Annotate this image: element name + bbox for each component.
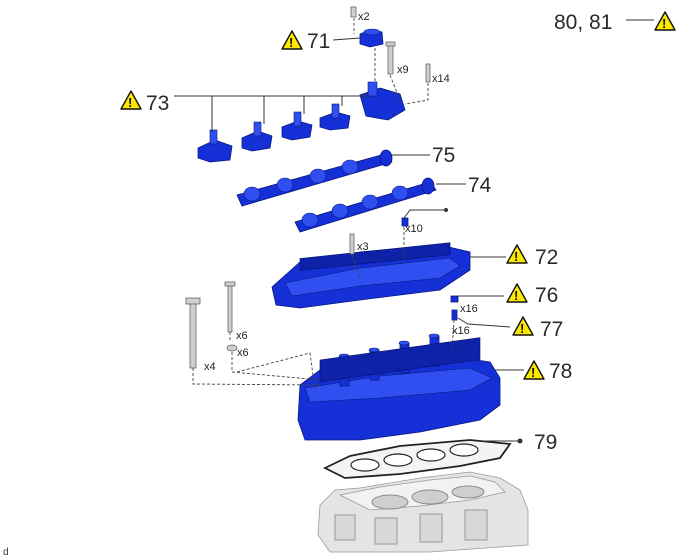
camshaft-housing [271, 242, 471, 309]
cylinder-head [297, 333, 501, 441]
qty-x6-upper: x6 [236, 330, 248, 342]
callout-77: ! 77 [512, 316, 563, 341]
cylinder-head-gasket [322, 439, 512, 479]
svg-text:!: ! [289, 35, 293, 50]
svg-text:!: ! [128, 95, 132, 110]
qty-x10: x10 [405, 223, 423, 235]
leader-lines [174, 19, 654, 444]
callout-73: ! 73 [120, 90, 169, 115]
callout-71: ! 71 [281, 30, 330, 53]
camshaft-bearing-caps [197, 81, 406, 163]
assembly-lines [192, 18, 455, 391]
camshaft-intake [236, 149, 393, 207]
qty-x14: x14 [432, 73, 450, 85]
callout-80-81: 80, 81 ! [554, 11, 676, 34]
callout-number-75: 75 [432, 144, 455, 167]
qty-x16-bottom: x16 [452, 325, 470, 337]
qty-x16-top: x16 [460, 303, 478, 315]
callout-76: ! 76 [506, 283, 558, 307]
callout-number-73: 73 [146, 92, 169, 115]
callout-number-76: 76 [535, 284, 558, 307]
callout-number-78: 78 [549, 360, 572, 383]
qty-x2: x2 [358, 11, 370, 23]
svg-text:!: ! [531, 365, 535, 380]
callout-72: ! 72 [506, 244, 558, 269]
part-71 [359, 28, 384, 48]
svg-text:!: ! [514, 288, 518, 303]
callout-number-71: 71 [307, 30, 330, 53]
qty-x3: x3 [357, 241, 369, 253]
camshaft-exhaust [294, 177, 437, 233]
callout-78: ! 78 [523, 360, 572, 383]
callout-number-79: 79 [534, 431, 557, 454]
qty-x6-lower: x6 [237, 347, 249, 359]
bolts [185, 6, 459, 369]
callout-number-80-81: 80, 81 [554, 11, 612, 34]
qty-x4: x4 [204, 361, 216, 373]
svg-text:!: ! [662, 16, 666, 31]
callout-number-77: 77 [540, 318, 563, 341]
figure-code: d [3, 547, 9, 558]
qty-x9: x9 [397, 64, 409, 76]
svg-text:!: ! [520, 321, 524, 336]
svg-text:!: ! [514, 249, 518, 264]
engine-block [317, 471, 529, 553]
callout-number-72: 72 [535, 246, 558, 269]
callout-number-74: 74 [468, 174, 492, 197]
